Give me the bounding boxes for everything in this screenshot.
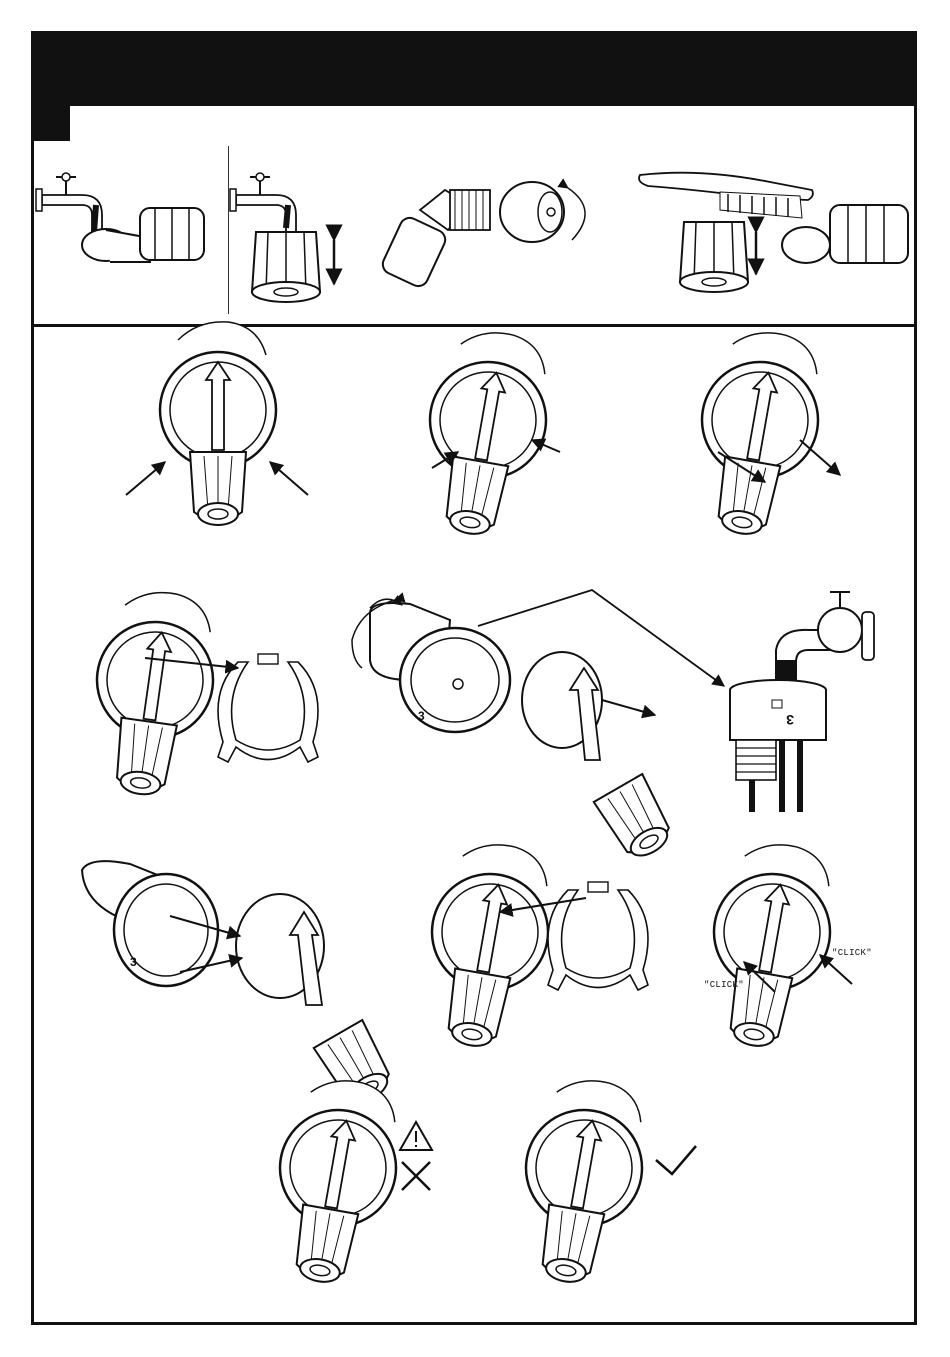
step-a-illustration [36,173,204,262]
click-label-right: "CLICK" [832,948,872,958]
step-7-illustration [413,835,648,1055]
part-marking: 3 [418,709,425,723]
step-4-illustration [82,585,318,802]
step-9-wrong-illustration [261,1071,432,1291]
click-label-left: "CLICK" [704,980,744,990]
step-d-illustration [639,173,908,292]
step-2-illustration [411,323,561,543]
part-marking-rotated: 3 [786,712,794,728]
step-8-illustration [695,835,852,1055]
step-1-illustration [126,322,308,525]
checkmark-icon [656,1146,696,1174]
cross-icon [402,1162,430,1190]
step-3-illustration [683,323,840,543]
part-marking-step-6: 3 [130,955,137,969]
step-5-illustration: 3 [352,590,724,865]
step-10-right-illustration [507,1071,696,1291]
tap-connector-illustration: 3 [730,592,874,812]
step-6-illustration: 3 [82,861,399,1111]
step-c-illustration [380,182,585,289]
warning-triangle-icon [400,1122,432,1150]
step-b-illustration [230,173,334,302]
